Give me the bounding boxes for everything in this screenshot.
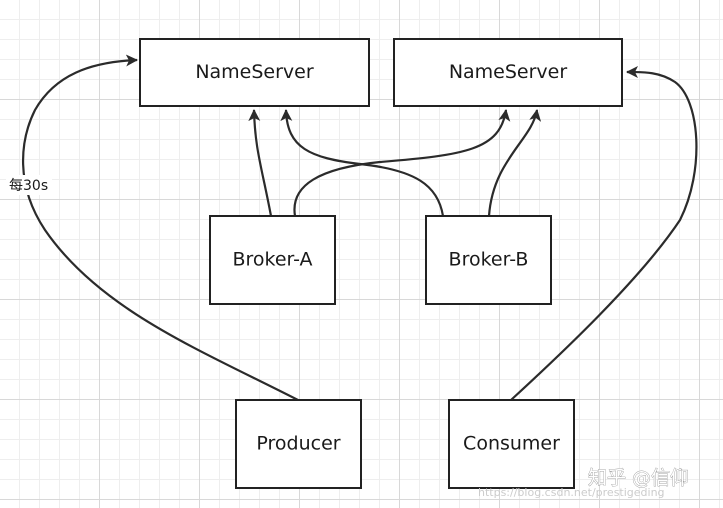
- edge-consumer-to-nameserver-2: [510, 66, 698, 401]
- consumer-label: Consumer: [463, 433, 560, 455]
- nameserver-2-label: NameServer: [449, 61, 568, 83]
- nameserver-1-label: NameServer: [195, 61, 314, 83]
- broker-b-node: Broker-B: [425, 215, 552, 305]
- edge-broker-b-to-nameserver-2: [487, 109, 542, 217]
- producer-node: Producer: [235, 399, 362, 489]
- broker-a-label: Broker-A: [232, 249, 312, 271]
- producer-label: Producer: [256, 433, 340, 455]
- broker-b-label: Broker-B: [449, 249, 529, 271]
- watermark-url: https://blog.csdn.net/prestigeding: [478, 486, 665, 499]
- edge-broker-b-to-nameserver-1: [280, 109, 445, 217]
- broker-a-node: Broker-A: [209, 215, 336, 305]
- nameserver-2-node: NameServer: [393, 38, 623, 107]
- consumer-node: Consumer: [448, 399, 575, 489]
- watermark-brand: 知乎 @信仰: [588, 467, 689, 489]
- edge-label-every-30s: 每30s: [9, 178, 48, 194]
- edge-label-background: [6, 175, 52, 195]
- edge-broker-a-to-nameserver-1: [248, 109, 273, 217]
- edge-broker-a-to-nameserver-2: [293, 109, 511, 217]
- nameserver-1-node: NameServer: [139, 38, 370, 107]
- edge-producer-to-nameserver-1: [22, 54, 299, 401]
